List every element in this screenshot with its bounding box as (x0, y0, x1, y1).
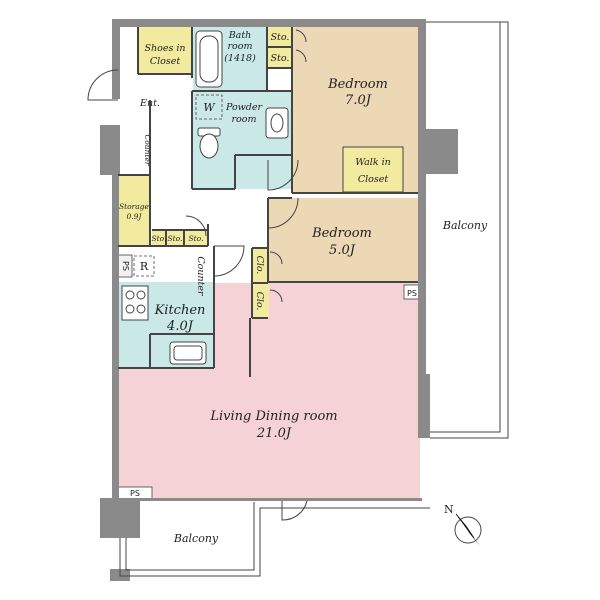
bedroom-1-size: 7.0J (345, 93, 372, 108)
washer-box (195, 94, 223, 120)
storage-side-room (118, 175, 150, 245)
bedroom-1-name: Bedroom (327, 77, 388, 92)
kitchen-name: Kitchen (154, 303, 206, 318)
washer-label: W (203, 101, 216, 114)
refrigerator-box (133, 255, 155, 277)
outer-walls (100, 19, 458, 581)
bathtub (195, 30, 223, 88)
storage-small-label-1: Sto. (152, 234, 167, 243)
counter-upper-label: Counter (143, 135, 152, 166)
closet-1-room (252, 248, 269, 282)
bathroom-label: Bath (228, 30, 252, 41)
sink (265, 107, 289, 139)
kitchen-sink (169, 341, 207, 365)
interior-walls (118, 27, 418, 377)
toilet (197, 127, 221, 159)
doors (87, 29, 308, 521)
living-dining-name: Living Dining room (209, 409, 337, 424)
ps-label-1: PS (121, 261, 130, 271)
balcony-east-label: Balcony (442, 219, 488, 232)
bathroom-label-2: room (228, 41, 253, 52)
powder-room-label-2: room (232, 114, 257, 125)
walk-in-closet-label: Walk in (355, 157, 391, 168)
ps-label-2: PS (407, 289, 417, 298)
kitchen-size: 4.0J (166, 319, 194, 334)
shoes-closet-label-2: Closet (150, 56, 181, 67)
ps-label-3: PS (130, 489, 140, 498)
north-compass (454, 513, 482, 546)
shoes-closet-label: Shoes in (144, 43, 185, 54)
closet-2-label: Clo. (254, 292, 265, 311)
storage-small-label-3: Sto. (189, 234, 204, 243)
balcony-south-label: Balcony (173, 532, 219, 545)
refrigerator-label: R (140, 260, 149, 273)
bedroom-2-name: Bedroom (311, 226, 372, 241)
closet-1-label: Clo. (254, 256, 265, 275)
entrance-label: Ent. (139, 98, 160, 109)
storage-side-label: Storage (119, 202, 150, 211)
bathroom-label-3: (1418) (224, 53, 256, 64)
bedroom-2-size: 5.0J (329, 243, 356, 258)
bedroom-2-room (268, 198, 418, 282)
storage-side-label-2: 0.9J (127, 212, 143, 221)
walk-in-closet-label-2: Closet (358, 174, 389, 185)
storage-top-label-1: Sto. (271, 32, 290, 43)
living-dining-size: 21.0J (256, 426, 292, 441)
closet-2-room (252, 284, 269, 318)
balcony-outlines (119, 21, 509, 577)
shoes-closet-room (138, 27, 192, 74)
counter-lower-label: Counter (195, 256, 206, 297)
stove (121, 285, 149, 321)
storage-small-label-2: Sto. (168, 234, 183, 243)
compass-north-label: N (444, 503, 454, 516)
storage-top-label-2: Sto. (271, 53, 290, 64)
powder-room-label: Powder (225, 102, 264, 113)
walk-in-closet-room (342, 146, 404, 193)
